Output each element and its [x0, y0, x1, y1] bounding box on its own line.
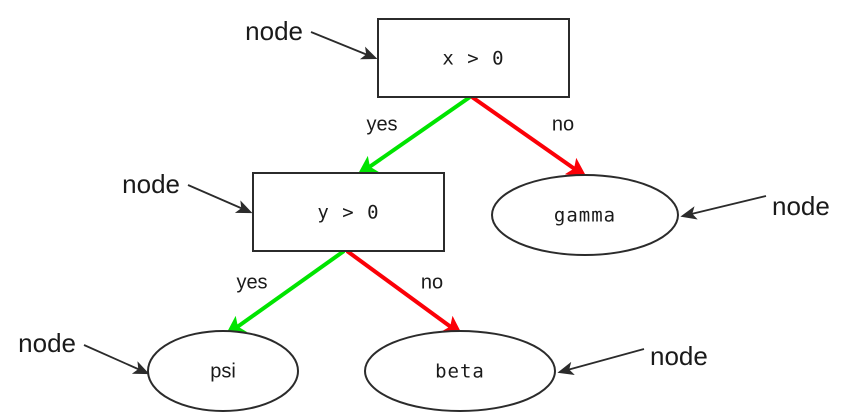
annot-psi-leader-line: [83, 344, 150, 375]
node-second[interactable]: y > 0: [252, 172, 445, 252]
annot-beta: node: [557, 341, 708, 376]
annot-beta-label: node: [650, 341, 708, 371]
node-psi[interactable]: psi: [147, 330, 299, 412]
edge-root-yes[interactable]: [357, 95, 472, 176]
node-label-psi: psi: [210, 360, 236, 382]
edge-second-no[interactable]: [345, 249, 463, 336]
annot-psi: node: [18, 328, 150, 375]
annot-second: node: [122, 169, 253, 214]
annot-gamma-leader-line: [680, 195, 767, 220]
annot-second-leader-line: [187, 184, 253, 214]
node-label-beta: beta: [435, 361, 485, 383]
nodes-layer: x > 0 y > 0 gamma psi beta: [147, 18, 679, 412]
annot-gamma-label: node: [772, 191, 830, 221]
node-shape-ellipse-gamma: [491, 174, 679, 256]
edge-root-no[interactable]: [470, 95, 587, 178]
annot-second-label: node: [122, 169, 180, 199]
edge-second-yes[interactable]: [225, 249, 346, 336]
annot-root-label: node: [245, 16, 303, 46]
annot-beta-leader-line: [557, 348, 645, 376]
annotations-layer: node node node node node: [18, 16, 830, 376]
node-shape-rect-root: [377, 18, 570, 98]
node-label-root: x > 0: [442, 48, 504, 70]
node-label-gamma: gamma: [554, 205, 616, 227]
annot-psi-label: node: [18, 328, 76, 358]
node-root[interactable]: x > 0: [377, 18, 570, 98]
annot-root-leader-line: [310, 31, 378, 60]
annot-root: node: [245, 16, 378, 60]
edge-label-second-no: no: [421, 271, 443, 293]
edge-label-second-yes: yes: [236, 271, 267, 293]
edge-labels-layer: yes no yes no: [236, 113, 574, 293]
node-gamma[interactable]: gamma: [491, 174, 679, 256]
node-shape-ellipse-beta: [364, 330, 556, 412]
edges-layer: [225, 95, 587, 336]
node-beta[interactable]: beta: [364, 330, 556, 412]
edge-label-root-no: no: [552, 113, 574, 135]
node-shape-rect-second: [252, 172, 445, 252]
node-label-second: y > 0: [317, 202, 379, 224]
edge-label-root-yes: yes: [366, 113, 397, 135]
annot-gamma: node: [680, 191, 830, 221]
